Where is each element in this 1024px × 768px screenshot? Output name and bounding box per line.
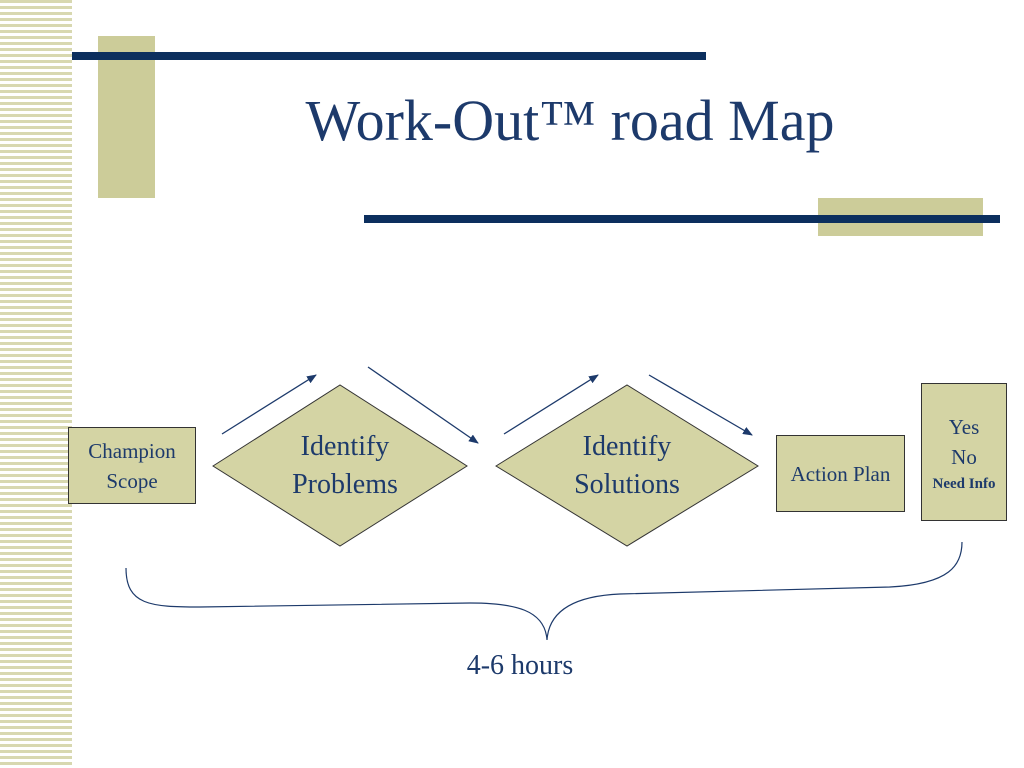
decision-box: Yes No Need Info — [921, 383, 1007, 521]
identify-problems-diamond — [212, 384, 468, 547]
decision-need-info: Need Info — [932, 476, 996, 492]
identify-solutions-line2: Solutions — [574, 469, 680, 500]
identify-problems-label: Identify Problems — [245, 428, 445, 504]
duration-brace — [125, 541, 963, 641]
identify-solutions-label: Identify Solutions — [527, 428, 727, 504]
identify-problems-line2: Problems — [292, 469, 398, 500]
identify-solutions-line1: Identify — [582, 431, 672, 462]
navy-rule-bottom — [364, 215, 1000, 223]
scope-label: Scope — [106, 469, 158, 493]
decision-no: No — [951, 445, 977, 469]
arrow-4 — [648, 374, 753, 436]
slide-title: Work-Out™ road Map — [305, 88, 835, 153]
left-stripe-decoration — [0, 0, 72, 768]
identify-problems-line1: Identify — [300, 431, 390, 462]
identify-solutions-diamond — [495, 384, 759, 547]
arrow-2 — [367, 366, 479, 444]
navy-rule-top — [72, 52, 706, 60]
champion-scope-box: Champion Scope — [68, 427, 196, 504]
duration-label: 4-6 hours — [466, 650, 574, 681]
action-plan-box: Action Plan — [776, 435, 905, 512]
gold-accent-block-left — [98, 36, 155, 198]
arrow-3 — [503, 374, 599, 435]
champion-label: Champion — [88, 439, 176, 463]
decision-yes: Yes — [948, 415, 980, 439]
arrow-1 — [221, 374, 317, 435]
